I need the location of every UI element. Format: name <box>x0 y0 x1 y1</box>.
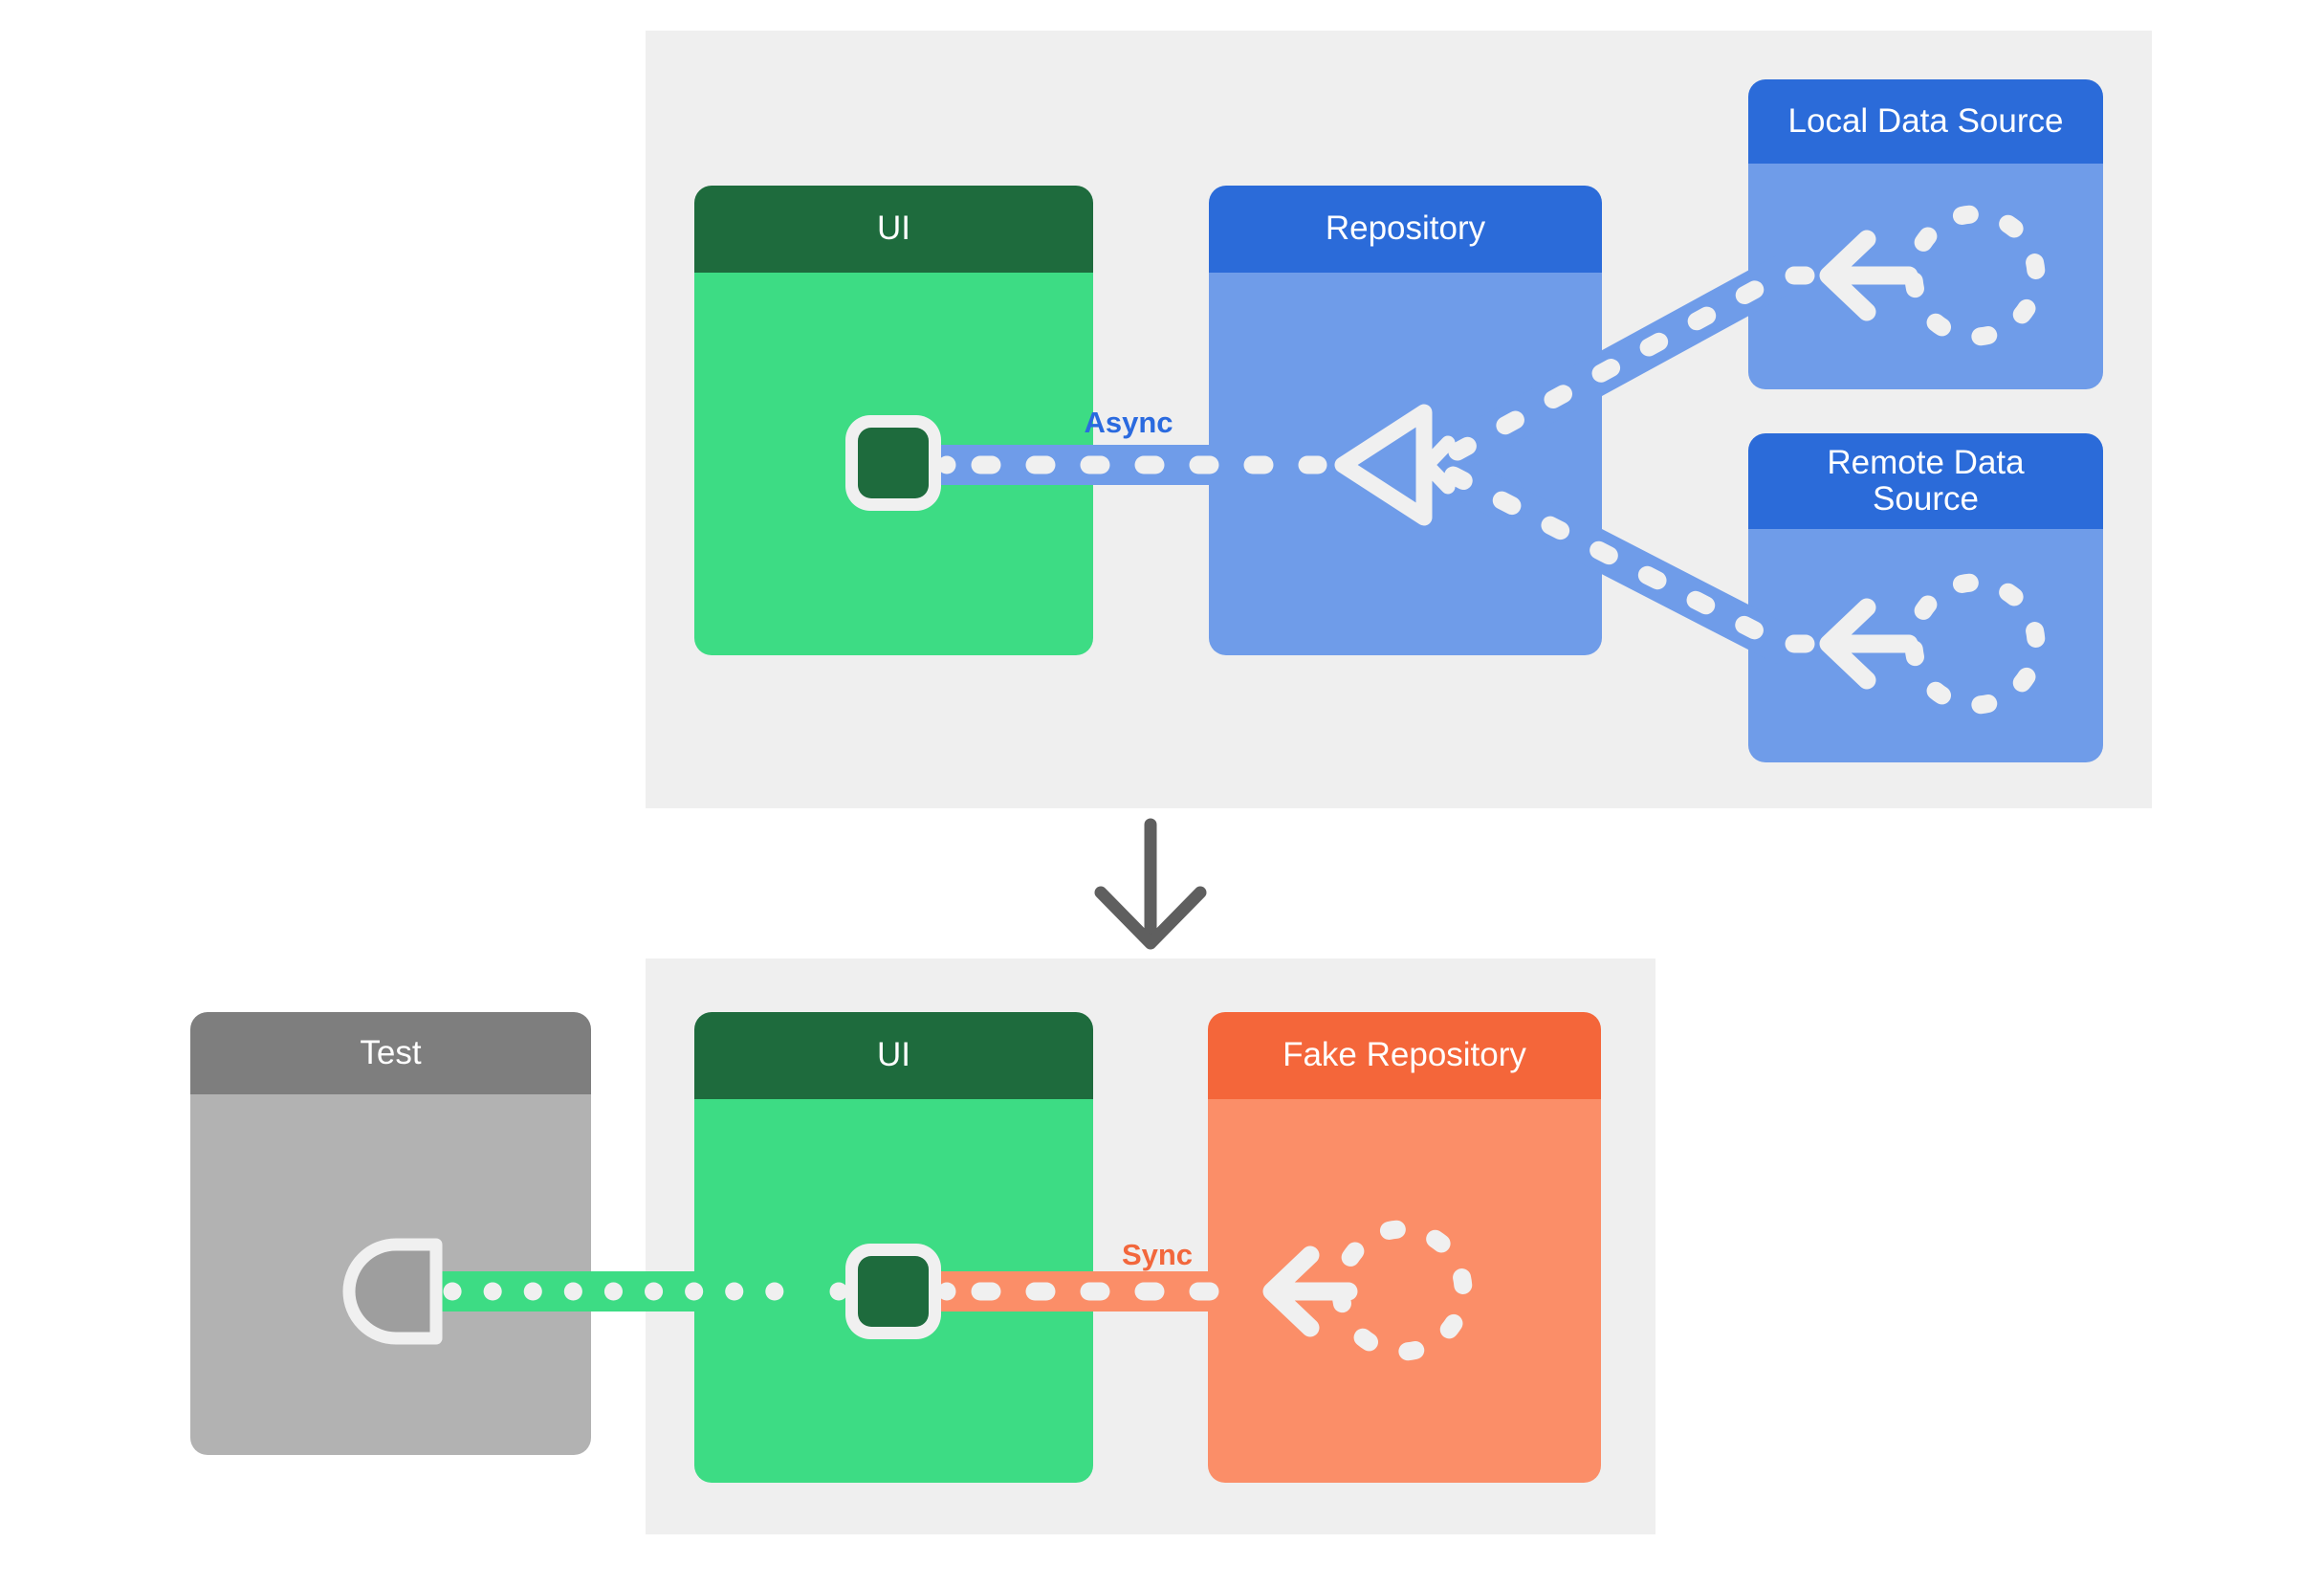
card-repository-body <box>1209 273 1602 655</box>
card-ui-production: UI <box>694 186 1093 655</box>
card-test-body <box>190 1094 591 1455</box>
card-ui-test-header: UI <box>694 1012 1093 1099</box>
card-repository: Repository <box>1209 186 1602 655</box>
card-fake-repository-header: Fake Repository <box>1208 1012 1601 1099</box>
card-title: Test <box>360 1033 422 1071</box>
card-fake-repository-body <box>1208 1099 1601 1483</box>
card-ui-production-header: UI <box>694 186 1093 273</box>
card-repository-header: Repository <box>1209 186 1602 273</box>
card-fake-repository: Fake Repository <box>1208 1012 1601 1483</box>
card-title: Repository <box>1325 209 1486 248</box>
card-ui-test: UI <box>694 1012 1093 1483</box>
card-local-data-source-header: Local Data Source <box>1748 79 2103 164</box>
card-ui-test-body <box>694 1099 1093 1483</box>
card-title: Fake Repository <box>1283 1036 1526 1074</box>
card-test-header: Test <box>190 1012 591 1094</box>
card-test: Test <box>190 1012 591 1455</box>
card-remote-data-source: Remote Data Source <box>1748 433 2103 762</box>
async-label: Async <box>1084 406 1173 439</box>
sync-label: Sync <box>1121 1238 1194 1271</box>
card-title: UI <box>877 1036 910 1074</box>
card-title: Remote Data Source <box>1827 443 2025 518</box>
card-ui-production-body <box>694 273 1093 655</box>
card-title: UI <box>877 209 910 248</box>
card-remote-data-source-header: Remote Data Source <box>1748 433 2103 529</box>
card-title: Local Data Source <box>1787 101 2064 140</box>
card-local-data-source: Local Data Source <box>1748 79 2103 389</box>
card-local-data-source-body <box>1748 164 2103 389</box>
arrow-down-icon <box>1094 818 1207 950</box>
card-remote-data-source-body <box>1748 529 2103 762</box>
